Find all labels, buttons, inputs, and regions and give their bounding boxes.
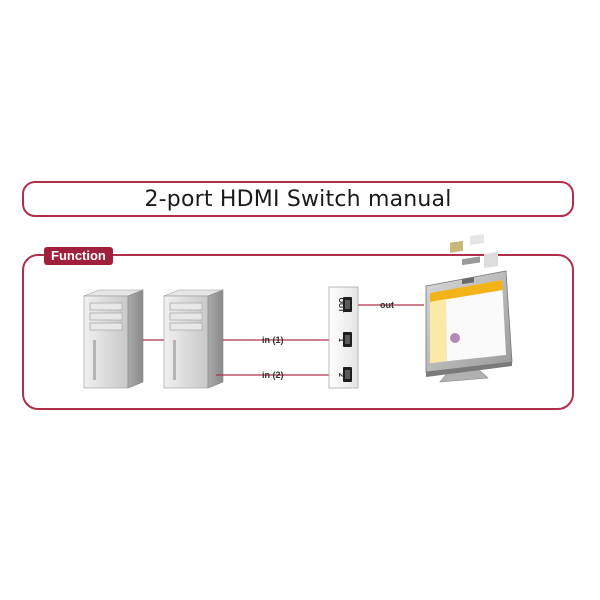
monitor-icon xyxy=(425,233,513,383)
port-label-2: 2 xyxy=(337,373,344,377)
pc-tower-icon xyxy=(163,289,224,389)
input-1-label: in (1) xyxy=(262,335,284,345)
port-label-1: 1 xyxy=(337,338,344,342)
title-box: 2-port HDMI Switch manual xyxy=(22,181,574,217)
function-panel xyxy=(22,254,574,410)
hdmi-switch-icon: OUT 1 2 xyxy=(328,286,359,389)
input-2-label: in (2) xyxy=(262,370,284,380)
pc-tower-icon xyxy=(83,289,144,389)
port-label-out: OUT xyxy=(337,298,344,314)
function-tab: Function xyxy=(44,247,113,265)
manual-title: 2-port HDMI Switch manual xyxy=(144,186,452,212)
output-label: out xyxy=(380,300,394,310)
